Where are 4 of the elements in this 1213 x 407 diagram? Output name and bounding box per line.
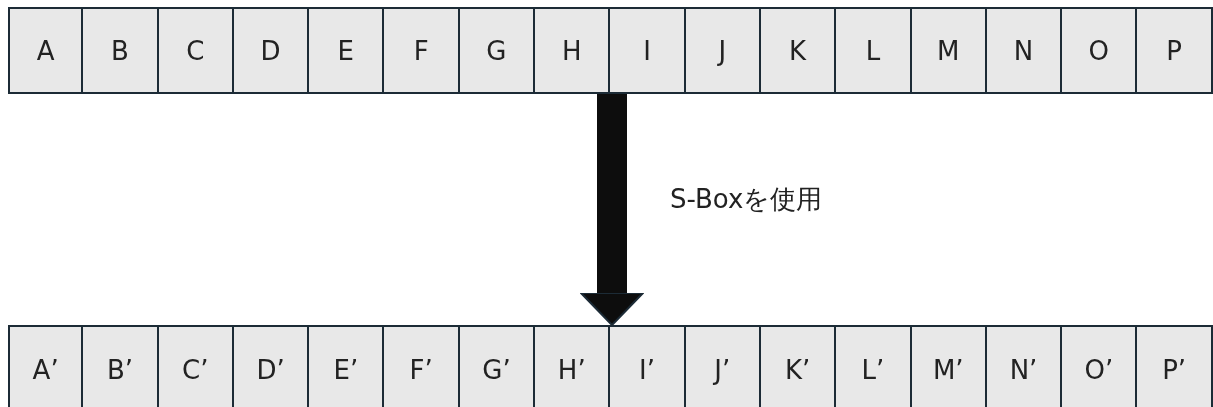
cell-strip [8,325,1213,407]
edge-label: S-Boxを使用 [670,182,823,216]
cell-strip [8,7,1213,94]
arrow [580,94,644,326]
